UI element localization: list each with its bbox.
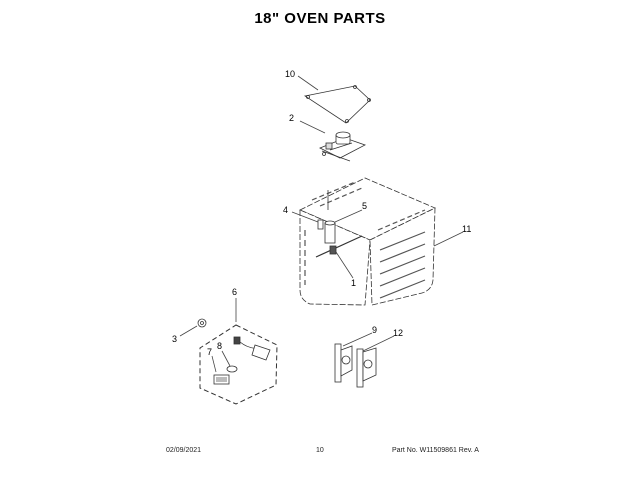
oven-cavity-slots [304, 181, 426, 299]
callout-6: 6 [232, 287, 238, 297]
part-12-hinge-drawing [356, 335, 395, 388]
oven-cavity-drawing [299, 177, 436, 306]
part-6-kit-drawing [199, 298, 278, 405]
part-1-drawing [315, 235, 363, 279]
page-title: 18" OVEN PARTS [254, 10, 386, 27]
callout-4: 4 [283, 205, 289, 215]
part-7-drawing [211, 355, 230, 385]
footer-date: 02/09/2021 [166, 447, 202, 454]
footer-part-number: Part No. W11509861 Rev. A [392, 447, 479, 454]
callout-9: 9 [372, 325, 378, 335]
part-11-arrow [433, 231, 464, 247]
footer-page-number: 10 [316, 447, 324, 454]
callout-5: 5 [362, 201, 368, 211]
callout-7: 7 [207, 347, 213, 357]
part-4-drawing [291, 211, 324, 230]
part-9-hinge-drawing [334, 332, 373, 383]
part-2-assembly-drawing [299, 120, 367, 162]
callout-11: 11 [462, 224, 472, 234]
part-10-plate-drawing [297, 75, 371, 124]
callout-10: 10 [285, 69, 296, 79]
part-5-drawing [324, 190, 363, 244]
part-3-drawing [179, 318, 207, 337]
callout-3: 3 [172, 334, 178, 344]
callout-12: 12 [393, 328, 404, 338]
callout-2: 2 [289, 113, 295, 123]
callout-1: 1 [351, 278, 357, 288]
part-8-drawing [221, 350, 238, 373]
callout-8: 8 [217, 341, 223, 351]
